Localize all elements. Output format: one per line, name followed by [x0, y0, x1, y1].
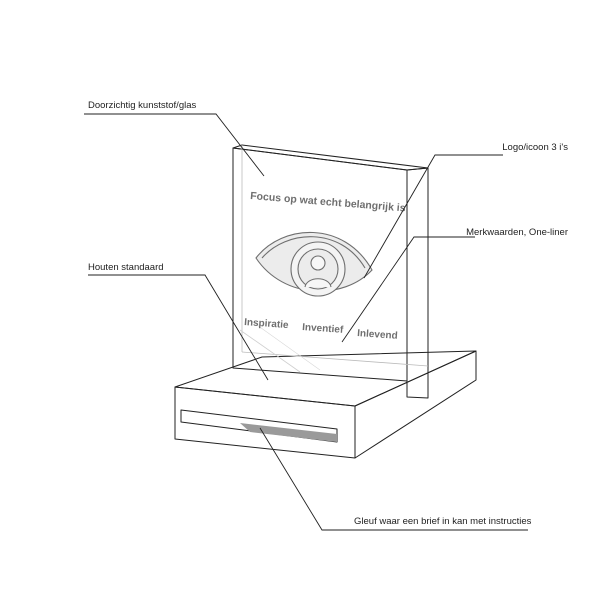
- panel-value-1: Inspiratie: [244, 317, 290, 331]
- eye-with-person-icon: [255, 231, 373, 297]
- leader-slot: [259, 427, 528, 531]
- panel-back-line: [241, 351, 429, 367]
- glass-reflection: [239, 329, 301, 373]
- label-brand-values: Merkwaarden, One-liner: [466, 227, 568, 238]
- leader-brand-values: [341, 236, 475, 343]
- panel-value-3: Inlevend: [357, 328, 398, 342]
- label-transparent-material: Doorzichtig kunststof/glas: [88, 100, 196, 111]
- base-side-face: [354, 350, 477, 459]
- letter-slot-shadow: [240, 423, 337, 442]
- panel-top-edge: [232, 144, 429, 171]
- panel-engraving: Focus op wat echt belangrijk is Inspirat…: [244, 190, 406, 342]
- base-front-face: [174, 386, 356, 459]
- callout-labels: Doorzichtig kunststof/glas Logo/icoon 3 …: [88, 100, 568, 527]
- leader-transparent-material: [84, 113, 265, 177]
- base-top-face: [174, 350, 477, 407]
- wooden-base: [174, 350, 477, 459]
- panel-oneliner: Focus op wat echt belangrijk is: [250, 190, 406, 214]
- label-wooden-stand: Houten standaard: [88, 262, 164, 273]
- leader-wooden-stand: [88, 274, 269, 381]
- panel-value-2: Inventief: [302, 322, 344, 336]
- glass-reflection: [249, 319, 321, 371]
- leader-lines: [84, 113, 528, 531]
- label-logo: Logo/icoon 3 i's: [502, 142, 568, 153]
- panel-side-edge: [406, 167, 429, 399]
- leader-logo: [363, 154, 503, 279]
- label-slot: Gleuf waar een brief in kan met instruct…: [354, 516, 532, 527]
